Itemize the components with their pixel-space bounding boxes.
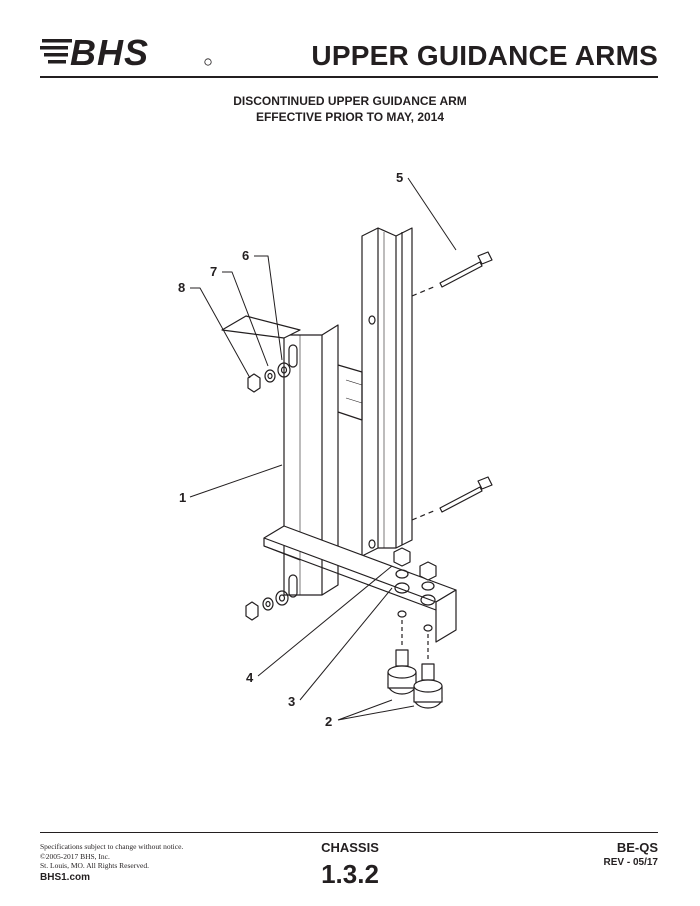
lower-hardware <box>245 590 289 621</box>
callout-labels: 1 2 3 4 5 6 7 8 <box>178 170 403 729</box>
callout-6: 6 <box>242 248 249 263</box>
notice-line-2: ©2005-2017 BHS, Inc. <box>40 851 110 861</box>
page-header: BHS UPPER GUIDANCE ARMS <box>40 28 660 80</box>
hex-bolts <box>411 251 493 521</box>
logo-lettering: BHS <box>70 32 149 70</box>
footer-notice: Specifications subject to change without… <box>40 842 183 882</box>
callout-3: 3 <box>288 694 295 709</box>
guide-rollers <box>387 620 443 709</box>
subtitle-line-1: DISCONTINUED UPPER GUIDANCE ARM <box>233 94 467 108</box>
header-divider <box>40 76 658 78</box>
callout-5: 5 <box>396 170 403 185</box>
upper-hardware <box>247 362 291 393</box>
leader-lines <box>189 177 457 721</box>
bhs-logo-mark: BHS <box>40 32 212 73</box>
callout-7: 7 <box>210 264 217 279</box>
callout-2: 2 <box>325 714 332 729</box>
bhs-logo: BHS <box>40 32 215 73</box>
website-link[interactable]: BHS1.com <box>40 871 91 883</box>
doc-code: BE-QS <box>616 840 658 855</box>
callout-8: 8 <box>178 280 185 295</box>
bracket-nuts <box>393 547 437 591</box>
footer-section: CHASSIS 1.3.2 <box>250 840 450 890</box>
notice-line-3: St. Louis, MO. All Rights Reserved. <box>40 861 149 870</box>
footer-doc-info: BE-QS REV - 05/17 <box>604 840 658 868</box>
guidance-arm-body <box>221 315 363 598</box>
callout-1: 1 <box>179 490 186 505</box>
section-number: 1.3.2 <box>321 859 379 889</box>
section-name: CHASSIS <box>321 840 379 855</box>
drawing-subtitle: DISCONTINUED UPPER GUIDANCE ARM EFFECTIV… <box>0 93 700 125</box>
revision: REV - 05/17 <box>603 857 658 868</box>
notice-line-1: Specifications subject to change without… <box>40 842 184 851</box>
page-title: UPPER GUIDANCE ARMS <box>311 40 658 71</box>
callout-4: 4 <box>246 670 254 685</box>
upright-channel <box>361 227 413 557</box>
footer-divider <box>40 832 658 833</box>
exploded-parts-drawing: 1 2 3 4 5 6 7 8 <box>178 170 493 729</box>
subtitle-line-2: EFFECTIVE PRIOR TO MAY, 2014 <box>255 110 445 124</box>
bottom-bracket <box>263 525 457 643</box>
